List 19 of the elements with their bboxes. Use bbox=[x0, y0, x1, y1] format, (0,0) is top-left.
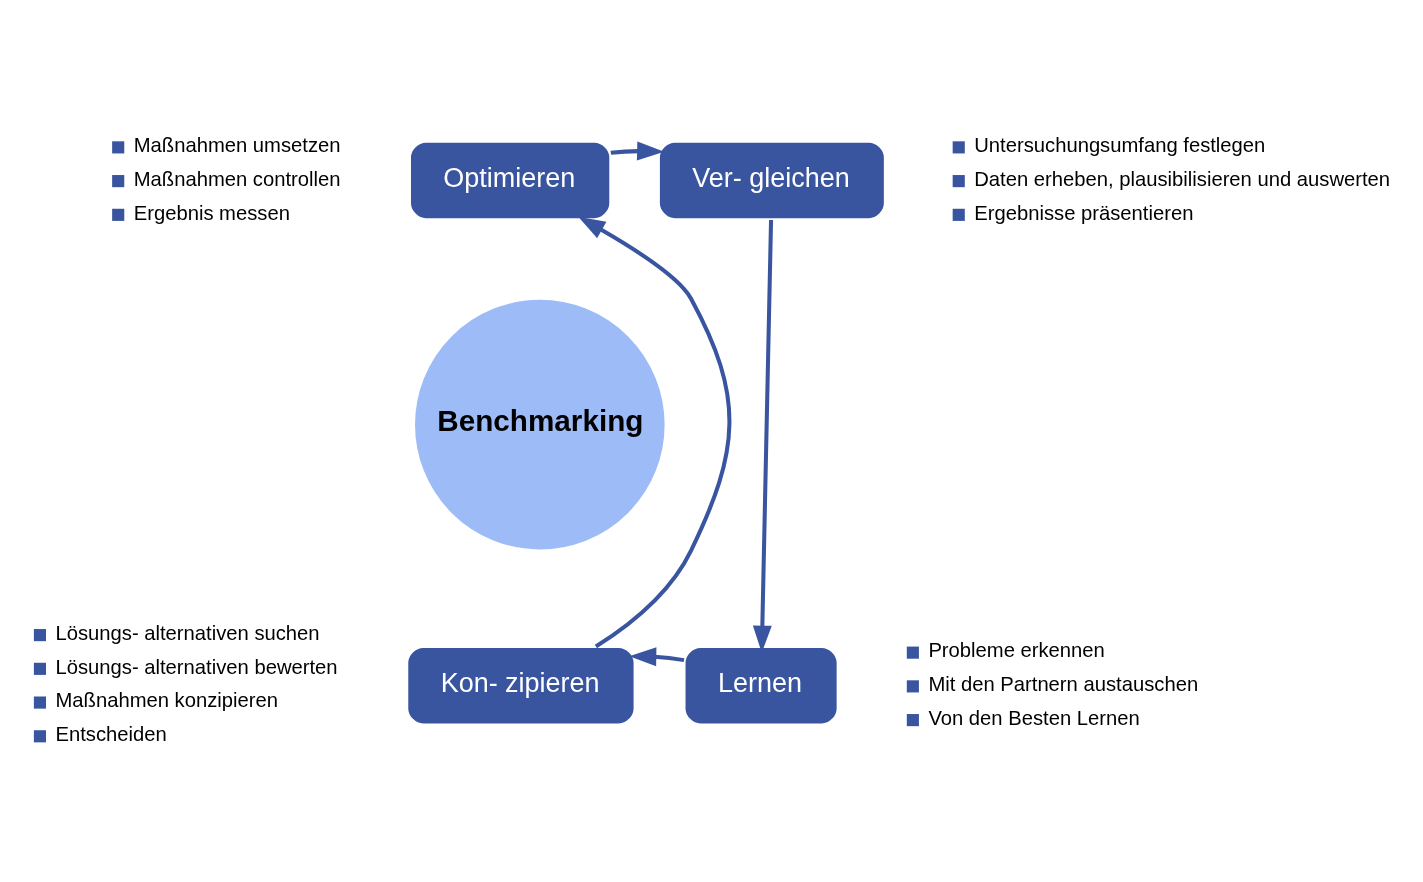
node-label: Von den Besten Lernen bbox=[928, 706, 1140, 729]
node-label: Maßnahmen konzipieren bbox=[55, 688, 278, 711]
node-label: Mit den Partnern austauschen bbox=[928, 672, 1199, 695]
node-label: Lösungs- alternativen suchen bbox=[55, 621, 320, 644]
node-label: Maßnahmen controllen bbox=[133, 167, 341, 190]
node-label: Probleme erkennen bbox=[928, 638, 1105, 661]
arrow bbox=[610, 141, 665, 160]
node-box: Ver- gleichen bbox=[657, 139, 887, 221]
node-label: Ergebnis messen bbox=[133, 201, 290, 224]
node-label: Daten erheben, plausibilisieren und auswerten bbox=[974, 167, 1391, 190]
node-label: Untersuchungsumfang festlegen bbox=[974, 133, 1266, 156]
node-label: Lösungs- alternativen bewerten bbox=[55, 655, 338, 678]
arrow bbox=[578, 216, 732, 648]
node-label: Maßnahmen umsetzen bbox=[133, 133, 341, 156]
node-label: Entscheiden bbox=[55, 722, 167, 745]
arrow bbox=[629, 646, 685, 666]
node-box: Optimieren bbox=[408, 139, 612, 221]
node-label: Ergebnisse präsentieren bbox=[974, 201, 1194, 224]
node-circle: Benchmarking bbox=[412, 296, 668, 552]
